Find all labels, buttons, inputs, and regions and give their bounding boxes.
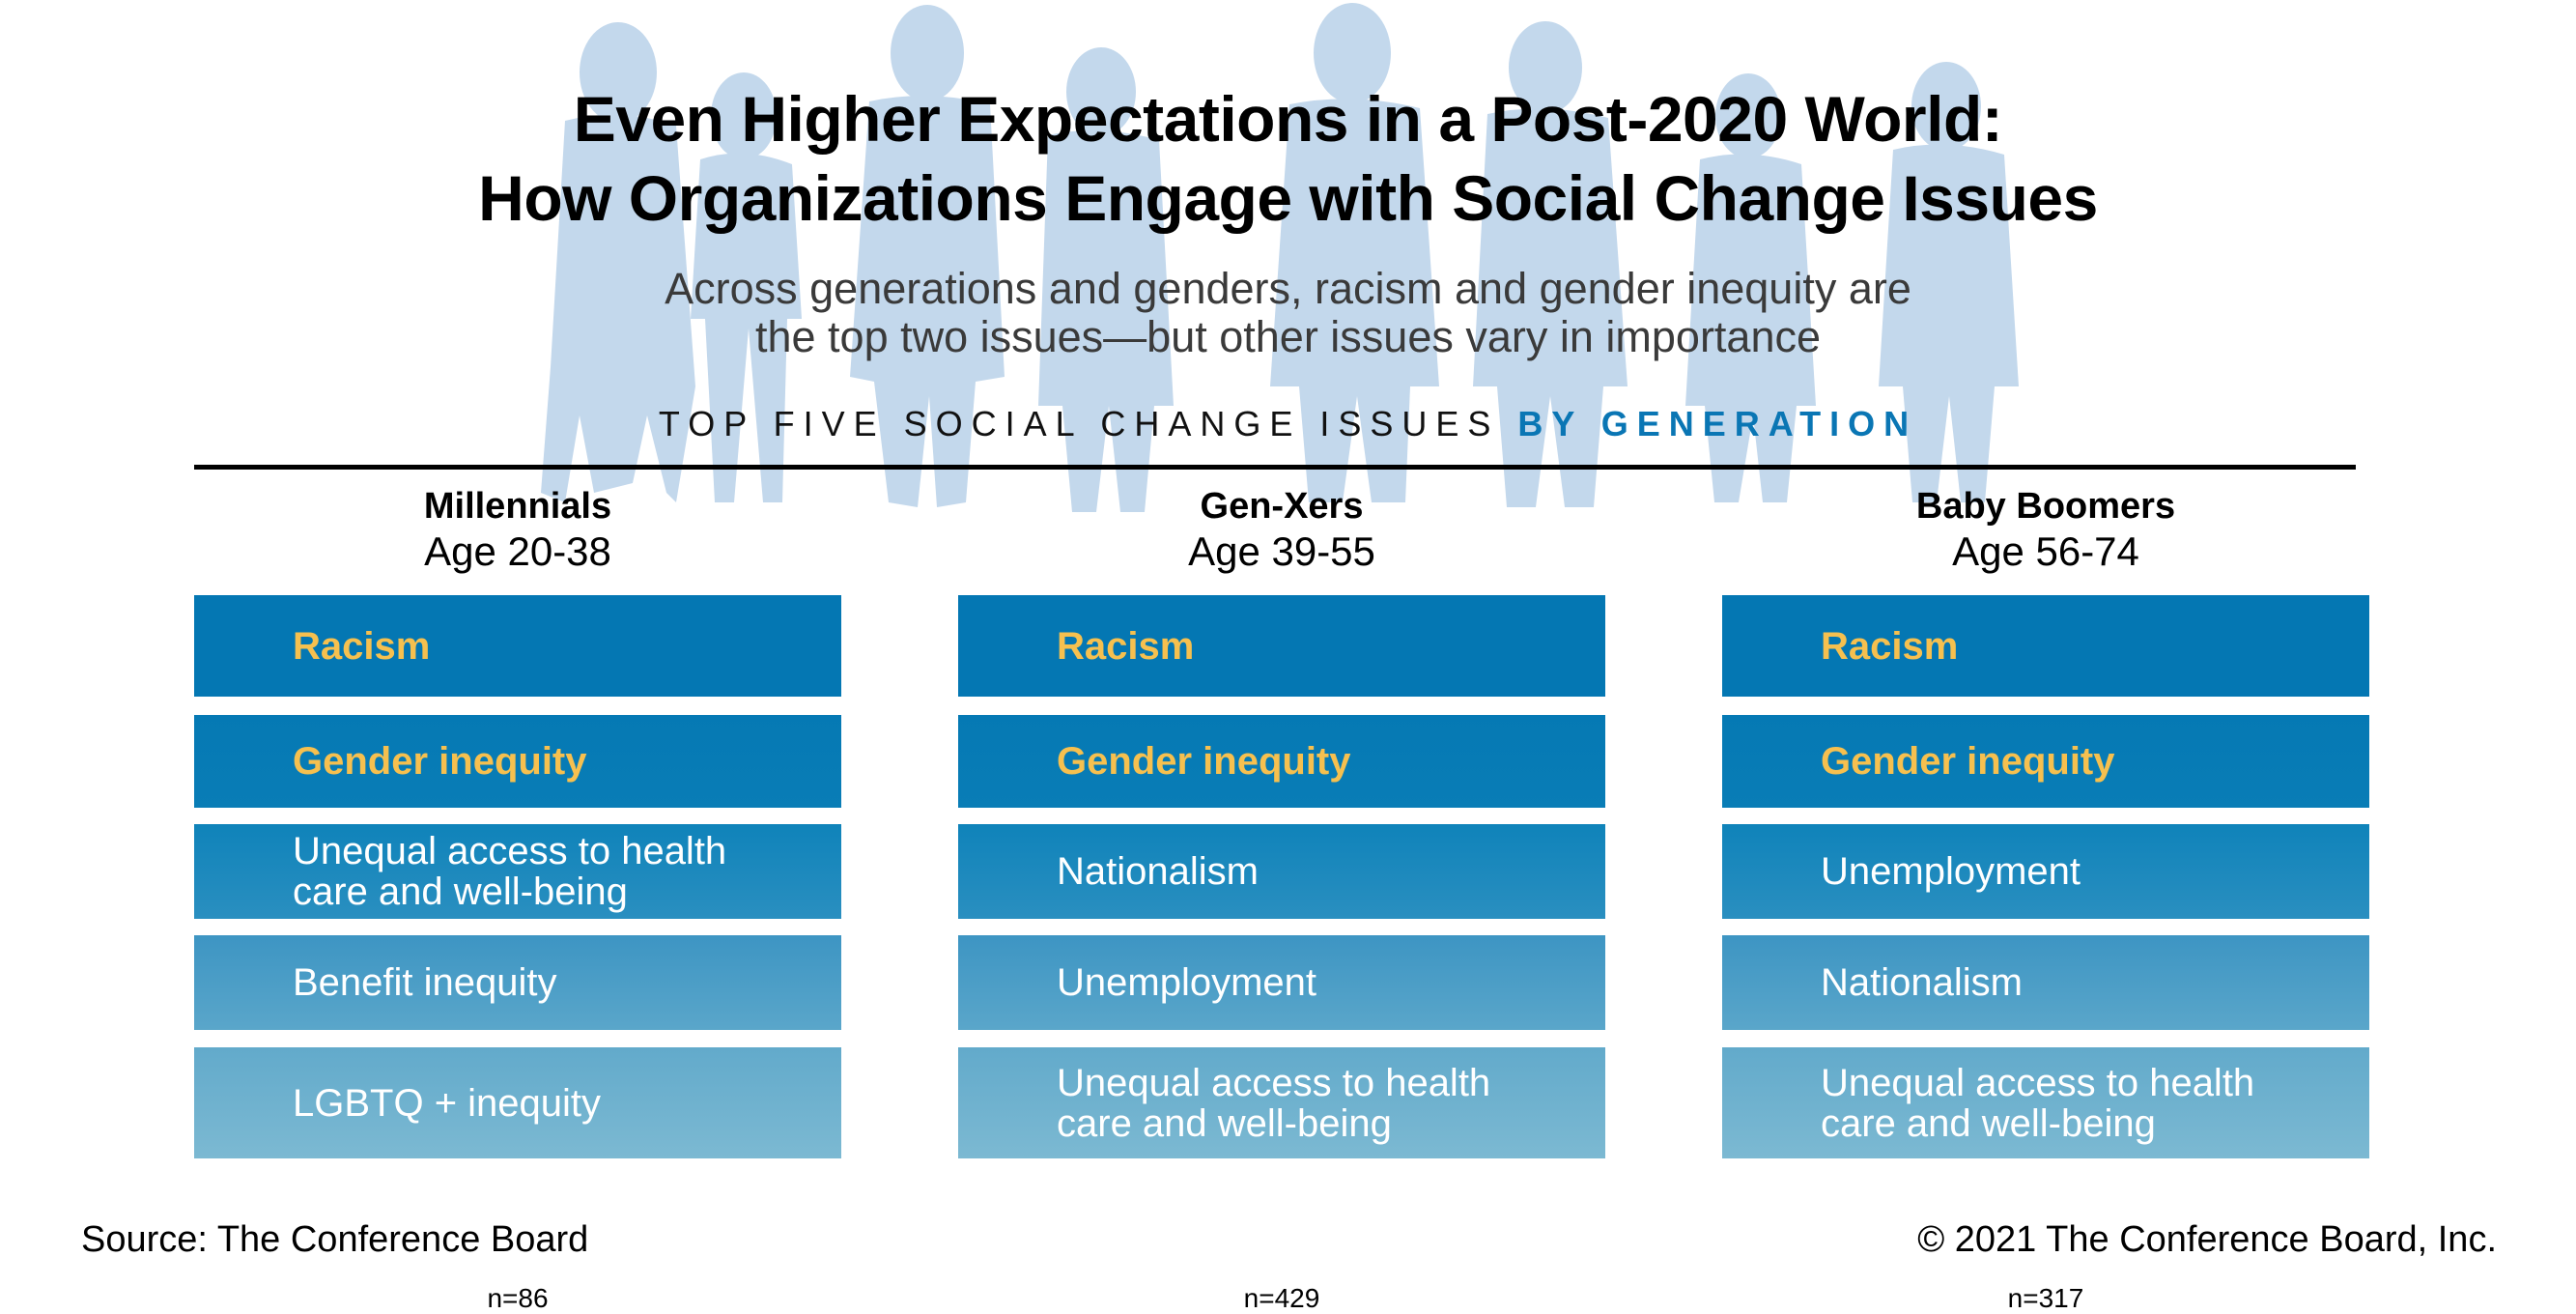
issue-row-3: Nationalism (958, 824, 1605, 919)
title-line-2: How Organizations Engage with Social Cha… (478, 162, 2098, 234)
source-note: Source: The Conference Board (81, 1219, 589, 1260)
person-silhouette-icon (850, 5, 1005, 507)
person-silhouette-icon (1685, 73, 1816, 502)
generation-name: Baby Boomers (1915, 486, 2176, 527)
generation-age: Age 39-55 (1188, 528, 1375, 574)
issue-row-5: LGBTQ + inequity (194, 1047, 841, 1158)
page-title: Even Higher Expectations in a Post-2020 … (0, 79, 2576, 238)
issue-row-4: Unemployment (958, 935, 1605, 1030)
generation-column-millennials: Millennials Age 20-38 Racism Gender ineq… (194, 479, 841, 1313)
person-silhouette-icon (1879, 62, 2019, 502)
issue-row-1: Racism (1722, 595, 2369, 697)
section-heading: TOP FIVE SOCIAL CHANGE ISSUES BY GENERAT… (0, 404, 2576, 444)
issue-row-2: Gender inequity (1722, 715, 2369, 808)
person-silhouette-icon (1473, 21, 1628, 507)
issue-row-1: Racism (958, 595, 1605, 697)
column-header: Millennials Age 20-38 (194, 479, 841, 595)
section-heading-accent: BY GENERATION (1517, 404, 1918, 443)
generation-age: Age 56-74 (1952, 528, 2139, 574)
subtitle-line-2: the top two issues—but other issues vary… (754, 312, 1822, 361)
issue-row-3: Unemployment (1722, 824, 2369, 919)
generation-name: Gen-Xers (1200, 486, 1364, 527)
issue-row-1: Racism (194, 595, 841, 697)
generation-age: Age 20-38 (424, 528, 611, 574)
person-silhouette-icon (1270, 3, 1439, 502)
column-header: Baby Boomers Age 56-74 (1722, 479, 2369, 595)
issue-row-4: Benefit inequity (194, 935, 841, 1030)
generation-column-gen-xers: Gen-Xers Age 39-55 Racism Gender inequit… (958, 479, 1605, 1313)
issue-row-2: Gender inequity (958, 715, 1605, 808)
title-line-1: Even Higher Expectations in a Post-2020 … (573, 83, 2003, 155)
person-silhouette-icon (1038, 47, 1174, 512)
generation-column-baby-boomers: Baby Boomers Age 56-74 Racism Gender ine… (1722, 479, 2369, 1313)
divider-rule (194, 465, 2356, 470)
column-header: Gen-Xers Age 39-55 (958, 479, 1605, 595)
copyright-note: © 2021 The Conference Board, Inc. (1917, 1219, 2497, 1260)
issue-row-2: Gender inequity (194, 715, 841, 808)
issue-row-4: Nationalism (1722, 935, 2369, 1030)
section-heading-plain: TOP FIVE SOCIAL CHANGE ISSUES (658, 404, 1518, 443)
generation-name: Millennials (423, 486, 612, 527)
issue-row-3: Unequal access to health care and well-b… (194, 824, 841, 919)
person-silhouette-icon (691, 72, 802, 503)
subtitle-line-1: Across generations and genders, racism a… (665, 264, 1911, 313)
issue-row-5: Unequal access to health care and well-b… (958, 1047, 1605, 1158)
subtitle: Across generations and genders, racism a… (0, 265, 2576, 361)
issue-row-5: Unequal access to health care and well-b… (1722, 1047, 2369, 1158)
person-silhouette-icon (541, 22, 695, 503)
